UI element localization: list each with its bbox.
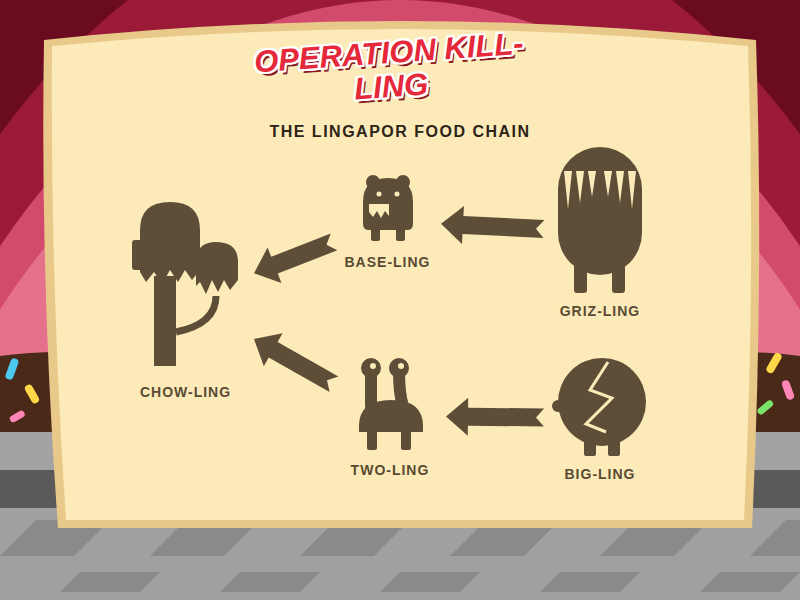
food-chain-arrow <box>254 333 338 392</box>
decor-shape <box>376 192 381 197</box>
decor-shape <box>363 178 413 230</box>
decor-shape <box>584 438 596 456</box>
decor-shape <box>750 520 800 556</box>
creature-silhouette <box>357 172 419 242</box>
decor-shape <box>558 358 646 446</box>
decor-shape <box>9 409 26 423</box>
decor-shape <box>154 276 176 366</box>
decor-shape <box>371 226 380 241</box>
food-chain-arrow <box>441 206 545 244</box>
decor-shape <box>176 296 216 332</box>
decor-shape <box>616 171 624 203</box>
decor-shape <box>43 21 759 528</box>
creature-name: TWO-LING <box>338 462 442 478</box>
decor-shape <box>380 572 480 592</box>
creature-name: GRIZ-LING <box>548 303 652 319</box>
decor-shape <box>576 171 584 203</box>
decor-shape <box>196 242 238 294</box>
creature-silhouette <box>353 354 427 452</box>
creature-name: BASE-LING <box>338 254 437 270</box>
decor-shape <box>700 572 800 592</box>
decor-shape <box>612 263 625 293</box>
creature-node: BIG-LING <box>544 352 656 484</box>
decor-shape <box>132 240 144 270</box>
decor-shape <box>628 171 636 209</box>
food-chain-arrow <box>254 234 337 283</box>
creature-name: CHOW-LING <box>121 384 250 400</box>
chart-title: THE LINGAPOR FOOD CHAIN <box>150 123 650 141</box>
decor-shape <box>398 363 404 369</box>
creature-silhouette <box>130 200 242 368</box>
decor-shape <box>389 358 409 378</box>
decor-shape <box>586 362 612 432</box>
decor-shape <box>220 572 320 592</box>
decor-shape <box>369 204 389 218</box>
food-chain-arrow <box>446 398 544 436</box>
decor-shape <box>604 171 612 197</box>
decor-shape <box>564 171 572 209</box>
decor-shape <box>781 379 795 401</box>
creature-name: BIG-LING <box>548 466 652 482</box>
creature-node: TWO-LING <box>334 352 446 480</box>
decor-shape <box>24 383 41 404</box>
decor-shape <box>401 428 411 450</box>
decor-shape <box>608 438 620 456</box>
decor-shape <box>558 147 642 275</box>
decor-shape <box>756 399 774 416</box>
creature-node: BASE-LING <box>334 170 441 272</box>
decor-shape <box>359 400 423 432</box>
creature-silhouette <box>554 145 646 295</box>
creature-silhouette <box>548 354 652 458</box>
decor-shape <box>396 226 405 241</box>
decor-shape <box>4 357 19 380</box>
decor-shape <box>394 192 399 197</box>
decor-shape <box>140 202 200 284</box>
decor-shape <box>552 400 564 412</box>
decor-shape <box>60 572 160 592</box>
decor-shape <box>361 358 381 378</box>
decor-shape <box>574 263 587 293</box>
decor-shape <box>370 363 376 369</box>
decor-shape <box>540 572 640 592</box>
creature-node: GRIZ-LING <box>544 143 656 321</box>
creature-node: CHOW-LING <box>117 198 254 402</box>
decor-shape <box>765 351 783 374</box>
decor-shape <box>588 171 596 197</box>
decor-shape <box>367 428 377 450</box>
